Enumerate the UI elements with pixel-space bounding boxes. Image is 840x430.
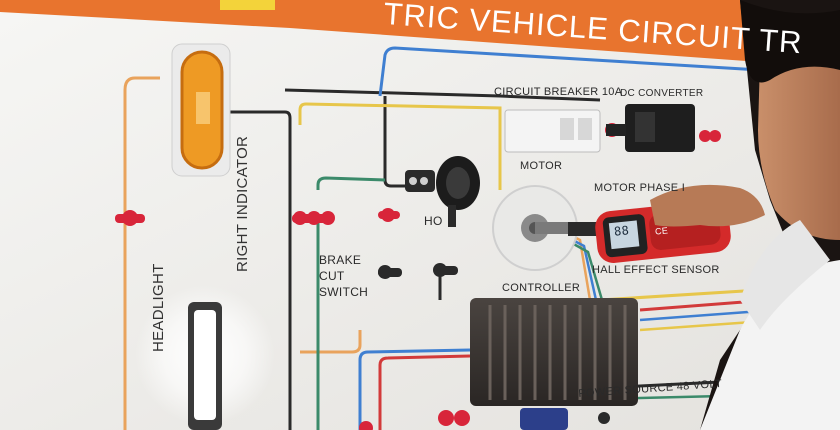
- title-banner: [0, 0, 760, 62]
- controller-label: CONTROLLER: [502, 282, 581, 294]
- controller-device: [470, 298, 638, 430]
- brake-label-line3: SWITCH: [319, 285, 369, 299]
- headlight-label: HEADLIGHT: [150, 263, 167, 352]
- circuit-breaker: [504, 109, 601, 153]
- brake-cut-switch-label: BRAKE CUT SWITCH: [319, 252, 368, 300]
- right-indicator-label: RIGHT INDICATOR: [234, 135, 251, 272]
- circuit-breaker-label: CIRCUIT BREAKER 10A: [494, 86, 623, 98]
- meter-display: 88: [613, 223, 630, 239]
- motor-label: MOTOR: [520, 160, 563, 172]
- motor-phase-label: MOTOR PHASE I: [594, 182, 686, 194]
- dc-converter: [606, 104, 695, 152]
- horn-label: HO: [424, 214, 443, 228]
- right-indicator-lamp: [171, 43, 231, 177]
- headlight-lamp: [135, 285, 275, 430]
- brake-label-line1: BRAKE: [319, 253, 362, 267]
- motor-device: [492, 185, 578, 271]
- hall-effect-sensor-label: HALL EFFECT SENSOR: [592, 264, 720, 276]
- horn-device: [405, 156, 480, 227]
- brake-label-line2: CUT: [319, 269, 345, 283]
- terminal-group: [115, 123, 776, 430]
- meter-brand: CE: [654, 225, 669, 237]
- dc-converter-label: DC CONVERTER: [620, 88, 704, 99]
- person-silhouette: [650, 0, 840, 430]
